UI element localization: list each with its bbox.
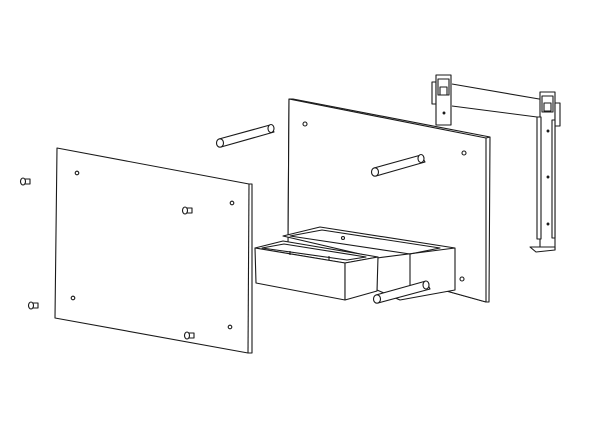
rod-lower bbox=[372, 280, 431, 304]
wall-bracket bbox=[431, 74, 561, 253]
rod-left bbox=[215, 123, 275, 148]
tray-box bbox=[254, 226, 456, 301]
screw-icon bbox=[19, 177, 31, 186]
screws bbox=[19, 177, 195, 340]
screw-icon bbox=[183, 331, 195, 340]
screw-icon bbox=[27, 301, 39, 310]
screw-icon bbox=[181, 206, 193, 215]
front-panel bbox=[54, 147, 253, 354]
rod-upper bbox=[370, 153, 426, 177]
